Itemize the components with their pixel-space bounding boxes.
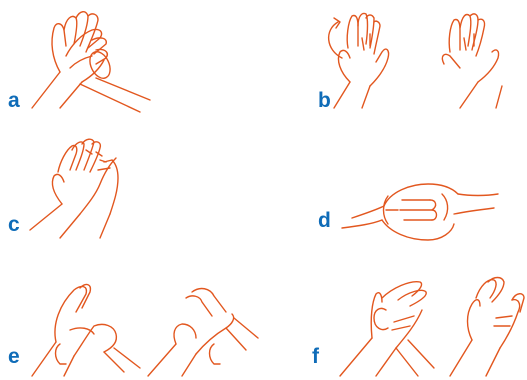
step-a-label: a <box>8 90 20 111</box>
step-e-panel: e <box>0 268 270 380</box>
step-c-label: c <box>8 214 20 235</box>
step-b-panel: b <box>300 0 527 115</box>
step-d-label: d <box>318 210 331 231</box>
step-f-label: f <box>312 346 319 367</box>
step-e-label: e <box>8 346 20 367</box>
step-f-panel: f <box>300 268 527 380</box>
hands-fingertip-rotation-illustration <box>300 268 527 380</box>
hands-fingers-interlocked-illustration <box>318 170 527 250</box>
step-c-panel: c <box>0 130 170 245</box>
hands-palm-to-palm-illustration <box>0 0 170 115</box>
hands-interlaced-fingers-illustration <box>0 130 170 245</box>
step-b-label: b <box>318 90 331 111</box>
hands-palm-over-back-illustration <box>300 0 527 115</box>
step-a-panel: a <box>0 0 170 115</box>
step-d-panel: d <box>318 170 527 250</box>
hands-thumb-rotation-illustration <box>0 268 270 380</box>
